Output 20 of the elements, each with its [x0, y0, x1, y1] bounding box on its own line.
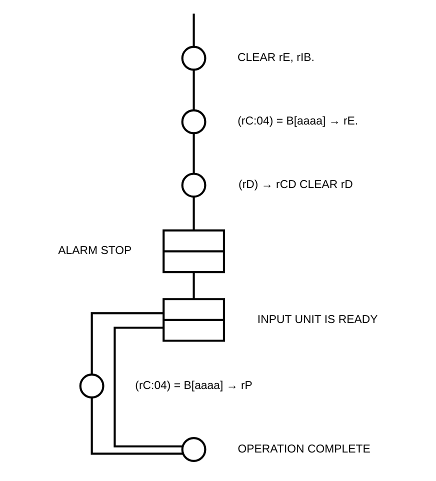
connector	[90, 312, 163, 374]
node-label: CLEAR rE, rIB.	[237, 52, 314, 64]
node-label: (rC:04) = B[aaaa] → rP	[134, 380, 252, 392]
connector	[192, 272, 194, 300]
node-label: (rC:04) = B[aaaa] → rE.	[237, 116, 358, 128]
node-label: INPUT UNIT IS READY	[256, 314, 378, 326]
node-circle	[78, 374, 104, 398]
node-circle	[180, 46, 206, 71]
node-label: ALARM STOP	[58, 245, 132, 258]
node-circle	[180, 437, 206, 462]
connector	[192, 196, 194, 230]
node-label: (rD) → rCD CLEAR rD	[238, 179, 352, 192]
connector	[113, 326, 182, 448]
node-circle	[180, 109, 206, 134]
connector	[90, 398, 182, 455]
node-label: OPERATION COMPLETE	[237, 443, 370, 456]
connector	[192, 14, 194, 47]
node-circle	[180, 172, 206, 198]
connector	[192, 70, 194, 110]
connector	[192, 133, 194, 174]
